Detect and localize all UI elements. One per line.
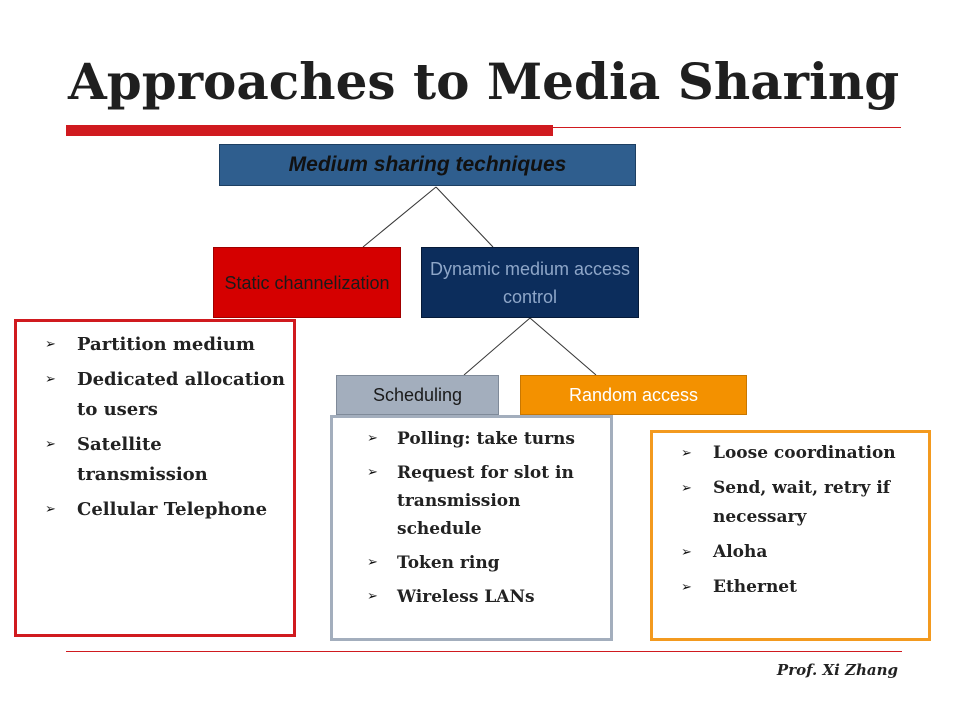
list-item-text: Ethernet — [713, 577, 797, 597]
author-credit: Prof. Xi Zhang — [776, 661, 898, 679]
random-access-details-box: ➢ Loose coordination ➢ Send, wait, retry i… — [650, 430, 931, 641]
list-item-text: Send, wait, retry if necessary — [713, 478, 891, 527]
list-item: ➢ Polling: take turns — [337, 425, 604, 453]
list-item: ➢ Satellite transmission — [33, 430, 285, 490]
list-item: ➢ Dedicated allocation to users — [33, 365, 285, 425]
connector-root-dynamic — [435, 186, 494, 248]
list-item: ➢ Request for slot in transmission schedu… — [337, 459, 604, 543]
footer-rule — [66, 651, 902, 652]
arrowhead-bullet-icon: ➢ — [45, 502, 56, 517]
arrowhead-bullet-icon: ➢ — [681, 580, 692, 595]
list-item: ➢ Cellular Telephone — [33, 495, 285, 525]
arrowhead-bullet-icon: ➢ — [367, 431, 378, 446]
connector-root-static — [362, 186, 437, 248]
dynamic-medium-access-node: Dynamic medium access control — [421, 247, 639, 318]
connector-dynamic-random — [529, 317, 597, 376]
arrowhead-bullet-icon: ➢ — [45, 437, 56, 452]
scheduling-details-box: ➢ Polling: take turns ➢ Request for slot i… — [330, 415, 613, 641]
arrowhead-bullet-icon: ➢ — [681, 481, 692, 496]
list-item: ➢ Partition medium — [33, 330, 285, 360]
list-item-text: Aloha — [713, 542, 768, 562]
list-item-text: Request for slot in transmission schedul… — [397, 463, 574, 539]
list-item: ➢ Aloha — [669, 538, 922, 567]
list-item-text: Wireless LANs — [397, 587, 535, 607]
static-channelization-node: Static channelization — [213, 247, 401, 318]
list-item-text: Loose coordination — [713, 443, 896, 463]
arrowhead-bullet-icon: ➢ — [681, 545, 692, 560]
arrowhead-bullet-icon: ➢ — [681, 446, 692, 461]
arrowhead-bullet-icon: ➢ — [367, 555, 378, 570]
arrowhead-bullet-icon: ➢ — [367, 465, 378, 480]
connector-dynamic-scheduling — [463, 317, 531, 376]
arrowhead-bullet-icon: ➢ — [45, 372, 56, 387]
list-item: ➢ Ethernet — [669, 573, 922, 602]
list-item: ➢ Wireless LANs — [337, 583, 604, 611]
list-item-text: Polling: take turns — [397, 429, 575, 449]
list-item-text: Token ring — [397, 553, 500, 573]
arrowhead-bullet-icon: ➢ — [367, 589, 378, 604]
list-item-text: Partition medium — [77, 334, 255, 355]
list-item-text: Dedicated allocation to users — [77, 369, 285, 420]
title-underline-thick — [66, 125, 553, 136]
list-item-text: Satellite transmission — [77, 434, 208, 485]
list-item: ➢ Loose coordination — [669, 439, 922, 468]
static-details-box: ➢ Partition medium ➢ Dedicated allocation … — [14, 319, 296, 637]
list-item: ➢ Send, wait, retry if necessary — [669, 474, 922, 532]
list-item-text: Cellular Telephone — [77, 499, 268, 520]
list-item: ➢ Token ring — [337, 549, 604, 577]
random-access-node: Random access — [520, 375, 747, 415]
title-underline-thin — [553, 127, 901, 128]
slide-title: Approaches to Media Sharing — [68, 52, 900, 111]
arrowhead-bullet-icon: ➢ — [45, 337, 56, 352]
root-node: Medium sharing techniques — [219, 144, 636, 186]
scheduling-node: Scheduling — [336, 375, 499, 415]
